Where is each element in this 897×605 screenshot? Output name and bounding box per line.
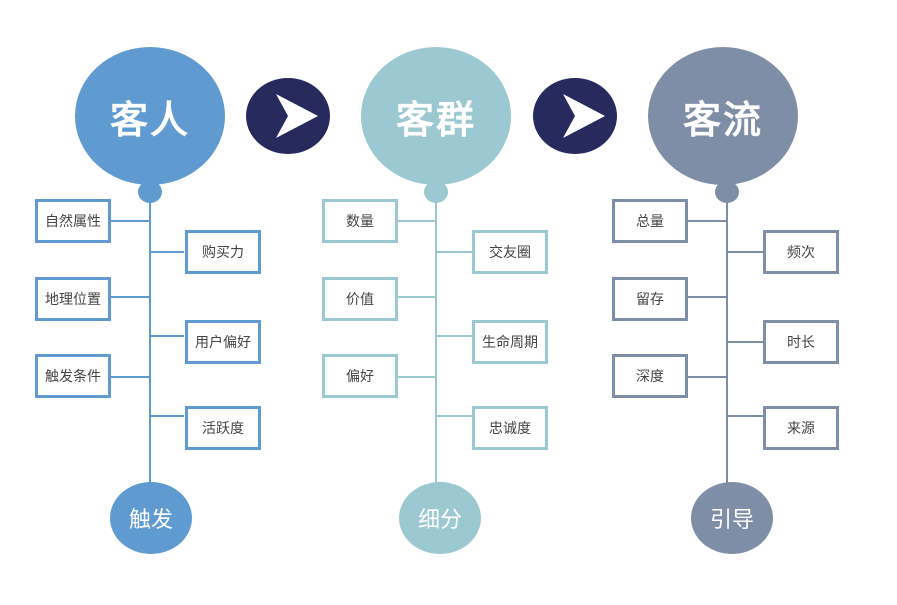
connector-knob <box>424 181 448 203</box>
title-label: 客群 <box>395 97 476 142</box>
attribute-box-right: 生命周期 <box>472 320 548 364</box>
attribute-box-right: 用户偏好 <box>185 320 261 364</box>
attribute-box-left: 触发条件 <box>35 354 111 398</box>
bottom-label: 细分 <box>417 508 462 533</box>
branch-line <box>150 415 184 417</box>
attribute-box-right: 活跃度 <box>185 406 261 450</box>
attribute-box-left: 地理位置 <box>35 277 111 321</box>
bottom-circle-yindao: 引导 <box>691 482 773 554</box>
branch-line <box>687 296 727 298</box>
branch-line <box>436 335 472 337</box>
attribute-box-left: 自然属性 <box>35 199 111 243</box>
column-keliu: 客流 总量 留存 深度 频次 时长 来源 引导 <box>595 0 855 605</box>
arrow-circle-1 <box>246 78 330 154</box>
branch-line <box>687 220 727 222</box>
branch-line <box>727 251 763 253</box>
branch-line <box>108 376 150 378</box>
connector-knob <box>715 181 739 203</box>
branch-line <box>436 415 472 417</box>
branch-line <box>727 415 763 417</box>
branch-line <box>395 296 436 298</box>
branch-line <box>395 376 436 378</box>
branch-line <box>150 335 184 337</box>
attribute-box-left: 数量 <box>322 199 398 243</box>
attribute-box-right: 忠诚度 <box>472 406 548 450</box>
branch-line <box>108 296 150 298</box>
bottom-circle-xifen: 细分 <box>399 482 481 554</box>
arrow-circle-2 <box>533 78 617 154</box>
column-kequn: 客群 数量 价值 偏好 交友圈 生命周期 忠诚度 细分 <box>307 0 567 605</box>
attribute-box-left: 留存 <box>612 277 688 321</box>
attribute-box-left: 深度 <box>612 354 688 398</box>
column-keren: 客人 自然属性 地理位置 触发条件 购买力 用户偏好 活跃度 触发 <box>20 0 280 605</box>
connector-knob <box>138 181 162 203</box>
chevron-right-icon <box>276 94 318 138</box>
stem-line <box>435 200 437 485</box>
title-label: 客人 <box>109 97 190 142</box>
chevron-right-icon <box>563 94 605 138</box>
attribute-box-right: 购买力 <box>185 230 261 274</box>
stem-line <box>149 200 151 485</box>
attribute-box-left: 偏好 <box>322 354 398 398</box>
attribute-box-left: 总量 <box>612 199 688 243</box>
bottom-label: 触发 <box>128 508 173 533</box>
attribute-box-right: 来源 <box>763 406 839 450</box>
bottom-label: 引导 <box>709 508 754 533</box>
title-circle-keren: 客人 <box>75 47 225 185</box>
title-label: 客流 <box>682 97 763 142</box>
branch-line <box>108 220 150 222</box>
branch-line <box>436 251 472 253</box>
attribute-box-right: 交友圈 <box>472 230 548 274</box>
title-circle-keliu: 客流 <box>648 47 798 185</box>
bottom-circle-chufa: 触发 <box>110 482 192 554</box>
title-circle-kequn: 客群 <box>361 47 511 185</box>
branch-line <box>150 251 184 253</box>
branch-line <box>395 220 436 222</box>
attribute-box-right: 时长 <box>763 320 839 364</box>
branch-line <box>727 341 763 343</box>
attribute-box-right: 频次 <box>763 230 839 274</box>
attribute-box-left: 价值 <box>322 277 398 321</box>
branch-line <box>687 376 727 378</box>
